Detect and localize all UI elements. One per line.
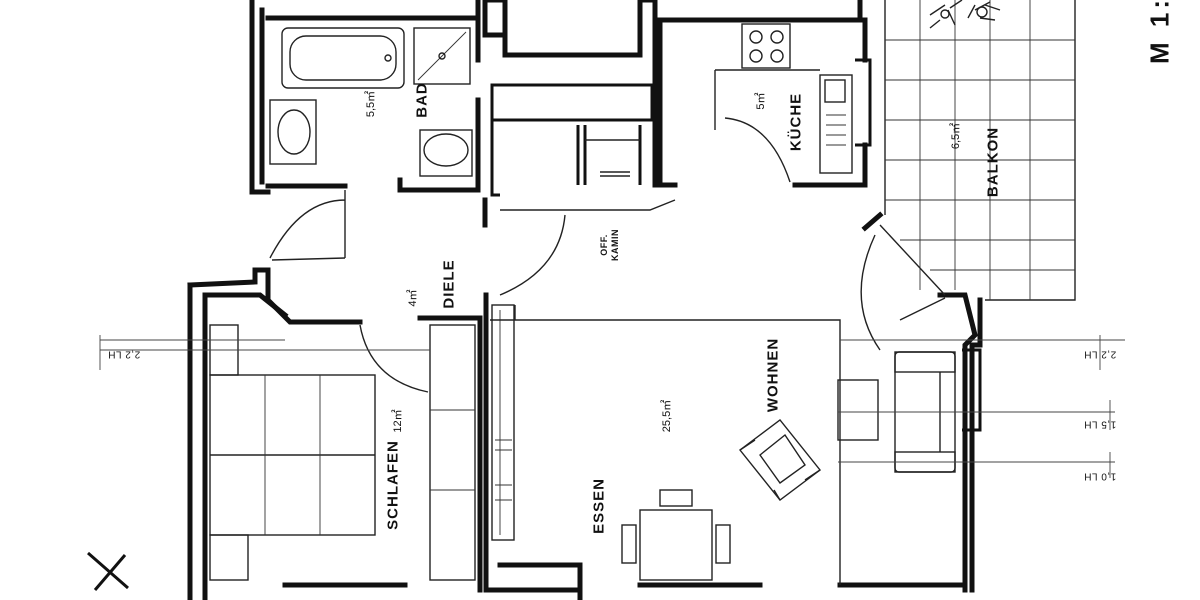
bedroom-walls <box>187 267 489 600</box>
room-name-diele: DIELE <box>440 259 458 309</box>
x-mark <box>87 551 129 591</box>
kamin-label-line2: KAMIN <box>610 229 620 261</box>
room-area-wohnen: 25,5㎡ <box>661 399 673 433</box>
room-area-bad: 5,5㎡ <box>365 90 377 118</box>
hall-walls <box>475 0 676 228</box>
kitchen-walls <box>652 0 868 188</box>
lh-marker-right-1: 2,2 LH <box>1083 348 1117 360</box>
toilet <box>419 129 473 177</box>
washbasin <box>269 99 317 165</box>
room-name-schlafen: SCHLAFEN <box>384 440 402 530</box>
shower-tray <box>413 27 471 85</box>
room-area-kueche: 5㎡ <box>755 92 767 110</box>
bathroom-walls <box>249 0 503 195</box>
room-area-diele: 4㎡ <box>407 289 419 307</box>
balcony-door <box>860 224 946 351</box>
bathroom-door-swing <box>269 190 346 259</box>
kitchen-door-swing <box>724 117 791 183</box>
room-area-balkon: 6,5㎡ <box>950 122 962 150</box>
bathtub <box>281 27 405 89</box>
shelf-unit <box>491 304 515 541</box>
lh-marker-left: 2,2 LH <box>107 348 141 360</box>
coffee-table <box>837 379 879 441</box>
room-name-balkon: BALKON <box>984 126 1002 198</box>
plant-icon <box>929 0 1001 29</box>
kitchen-counter <box>714 69 853 174</box>
wardrobe <box>429 324 476 581</box>
kamin-label: OFF. KAMIN <box>599 229 621 261</box>
bedroom-door-swing <box>359 324 429 393</box>
hall-door-swing <box>499 214 566 296</box>
kamin-label-line1: OFF. <box>599 234 609 256</box>
room-name-kueche: KÜCHE <box>787 92 805 152</box>
room-name-bad: BAD <box>413 82 431 118</box>
armchair <box>739 419 821 501</box>
lh-marker-right-2: 1,5 LH <box>1083 418 1117 430</box>
dining-table <box>621 489 731 581</box>
room-name-wohnen: WOHNEN <box>764 337 782 413</box>
living-walls <box>282 211 983 600</box>
balcony <box>884 0 1076 301</box>
lh-marker-right-3: 1,0 LH <box>1083 470 1117 482</box>
room-area-schlafen: 12㎡ <box>392 409 404 433</box>
stove <box>741 23 791 69</box>
room-name-essen: ESSEN <box>590 478 608 534</box>
bed <box>209 324 376 581</box>
lh-dimension-lines <box>99 335 1125 478</box>
scale-label: M 1: <box>1144 0 1175 64</box>
